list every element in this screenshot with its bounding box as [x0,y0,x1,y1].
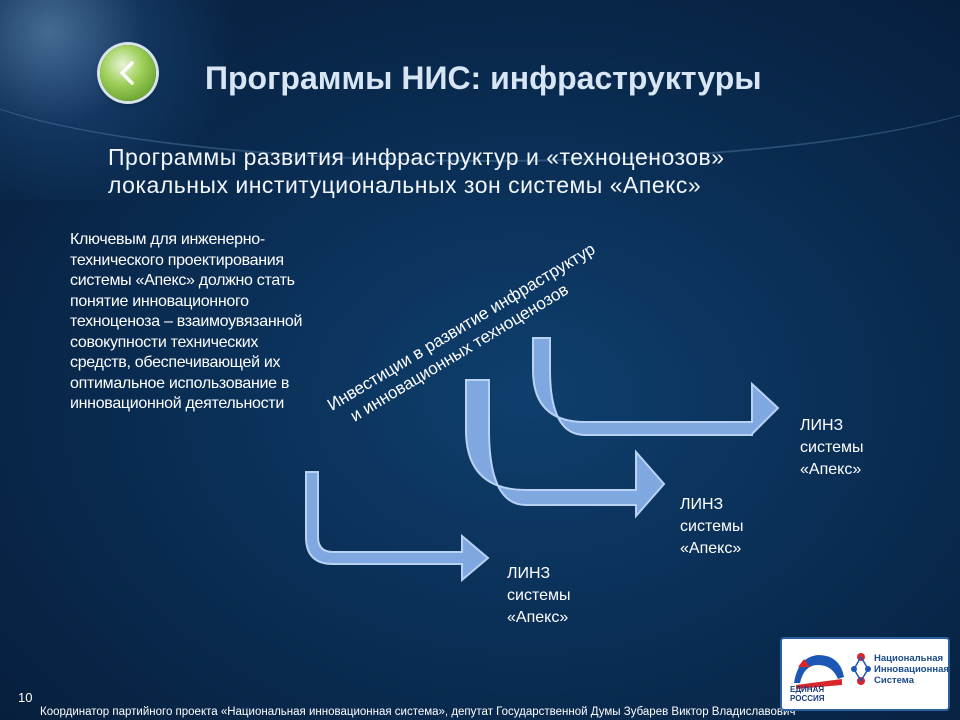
linz-label-high: ЛИНЗ системы «Апекс» [800,415,863,481]
arrow-low [305,471,490,583]
linz-label-high-line3: «Апекс» [800,461,862,478]
nis-logo-icon [851,653,871,685]
linz-label-high-line1: ЛИНЗ [800,417,844,434]
footer-text: Координатор партийного проекта «Национал… [40,706,796,718]
logo-er-text: ЕДИНАЯ РОССИЯ [790,685,825,703]
linz-label-low: ЛИНЗ системы «Апекс» [507,563,570,629]
arrow-mid [465,379,666,519]
header-swoosh [0,0,960,162]
linz-label-mid-line3: «Апекс» [680,540,742,557]
logos: ЕДИНАЯ РОССИЯ Национальная Инновационная… [780,637,950,711]
subtitle-line-1: Программы развития инфраструктур и «техн… [108,144,725,170]
description-text: Ключевым для инженерно-технического прое… [70,231,303,412]
linz-label-low-line3: «Апекс» [507,609,569,626]
linz-label-mid-line2: системы [680,518,744,535]
bear-logo-icon [790,645,848,701]
page-title: Программы НИС: инфраструктуры [205,60,762,96]
back-button[interactable] [100,45,156,101]
arrow-high [532,337,780,436]
subtitle: Программы развития инфраструктур и «техн… [108,143,725,199]
linz-label-mid-line1: ЛИНЗ [680,496,724,513]
linz-label-mid: ЛИНЗ системы «Апекс» [680,494,743,560]
logo-nis-text: Национальная Инновационная Система [874,653,949,686]
page-number: 10 [18,690,33,705]
chevron-left-icon [120,61,134,85]
linz-label-low-line2: системы [507,587,571,604]
subtitle-line-2: локальных институциональных зон системы … [108,172,702,198]
linz-label-high-line2: системы [800,439,864,456]
linz-label-low-line1: ЛИНЗ [507,565,551,582]
